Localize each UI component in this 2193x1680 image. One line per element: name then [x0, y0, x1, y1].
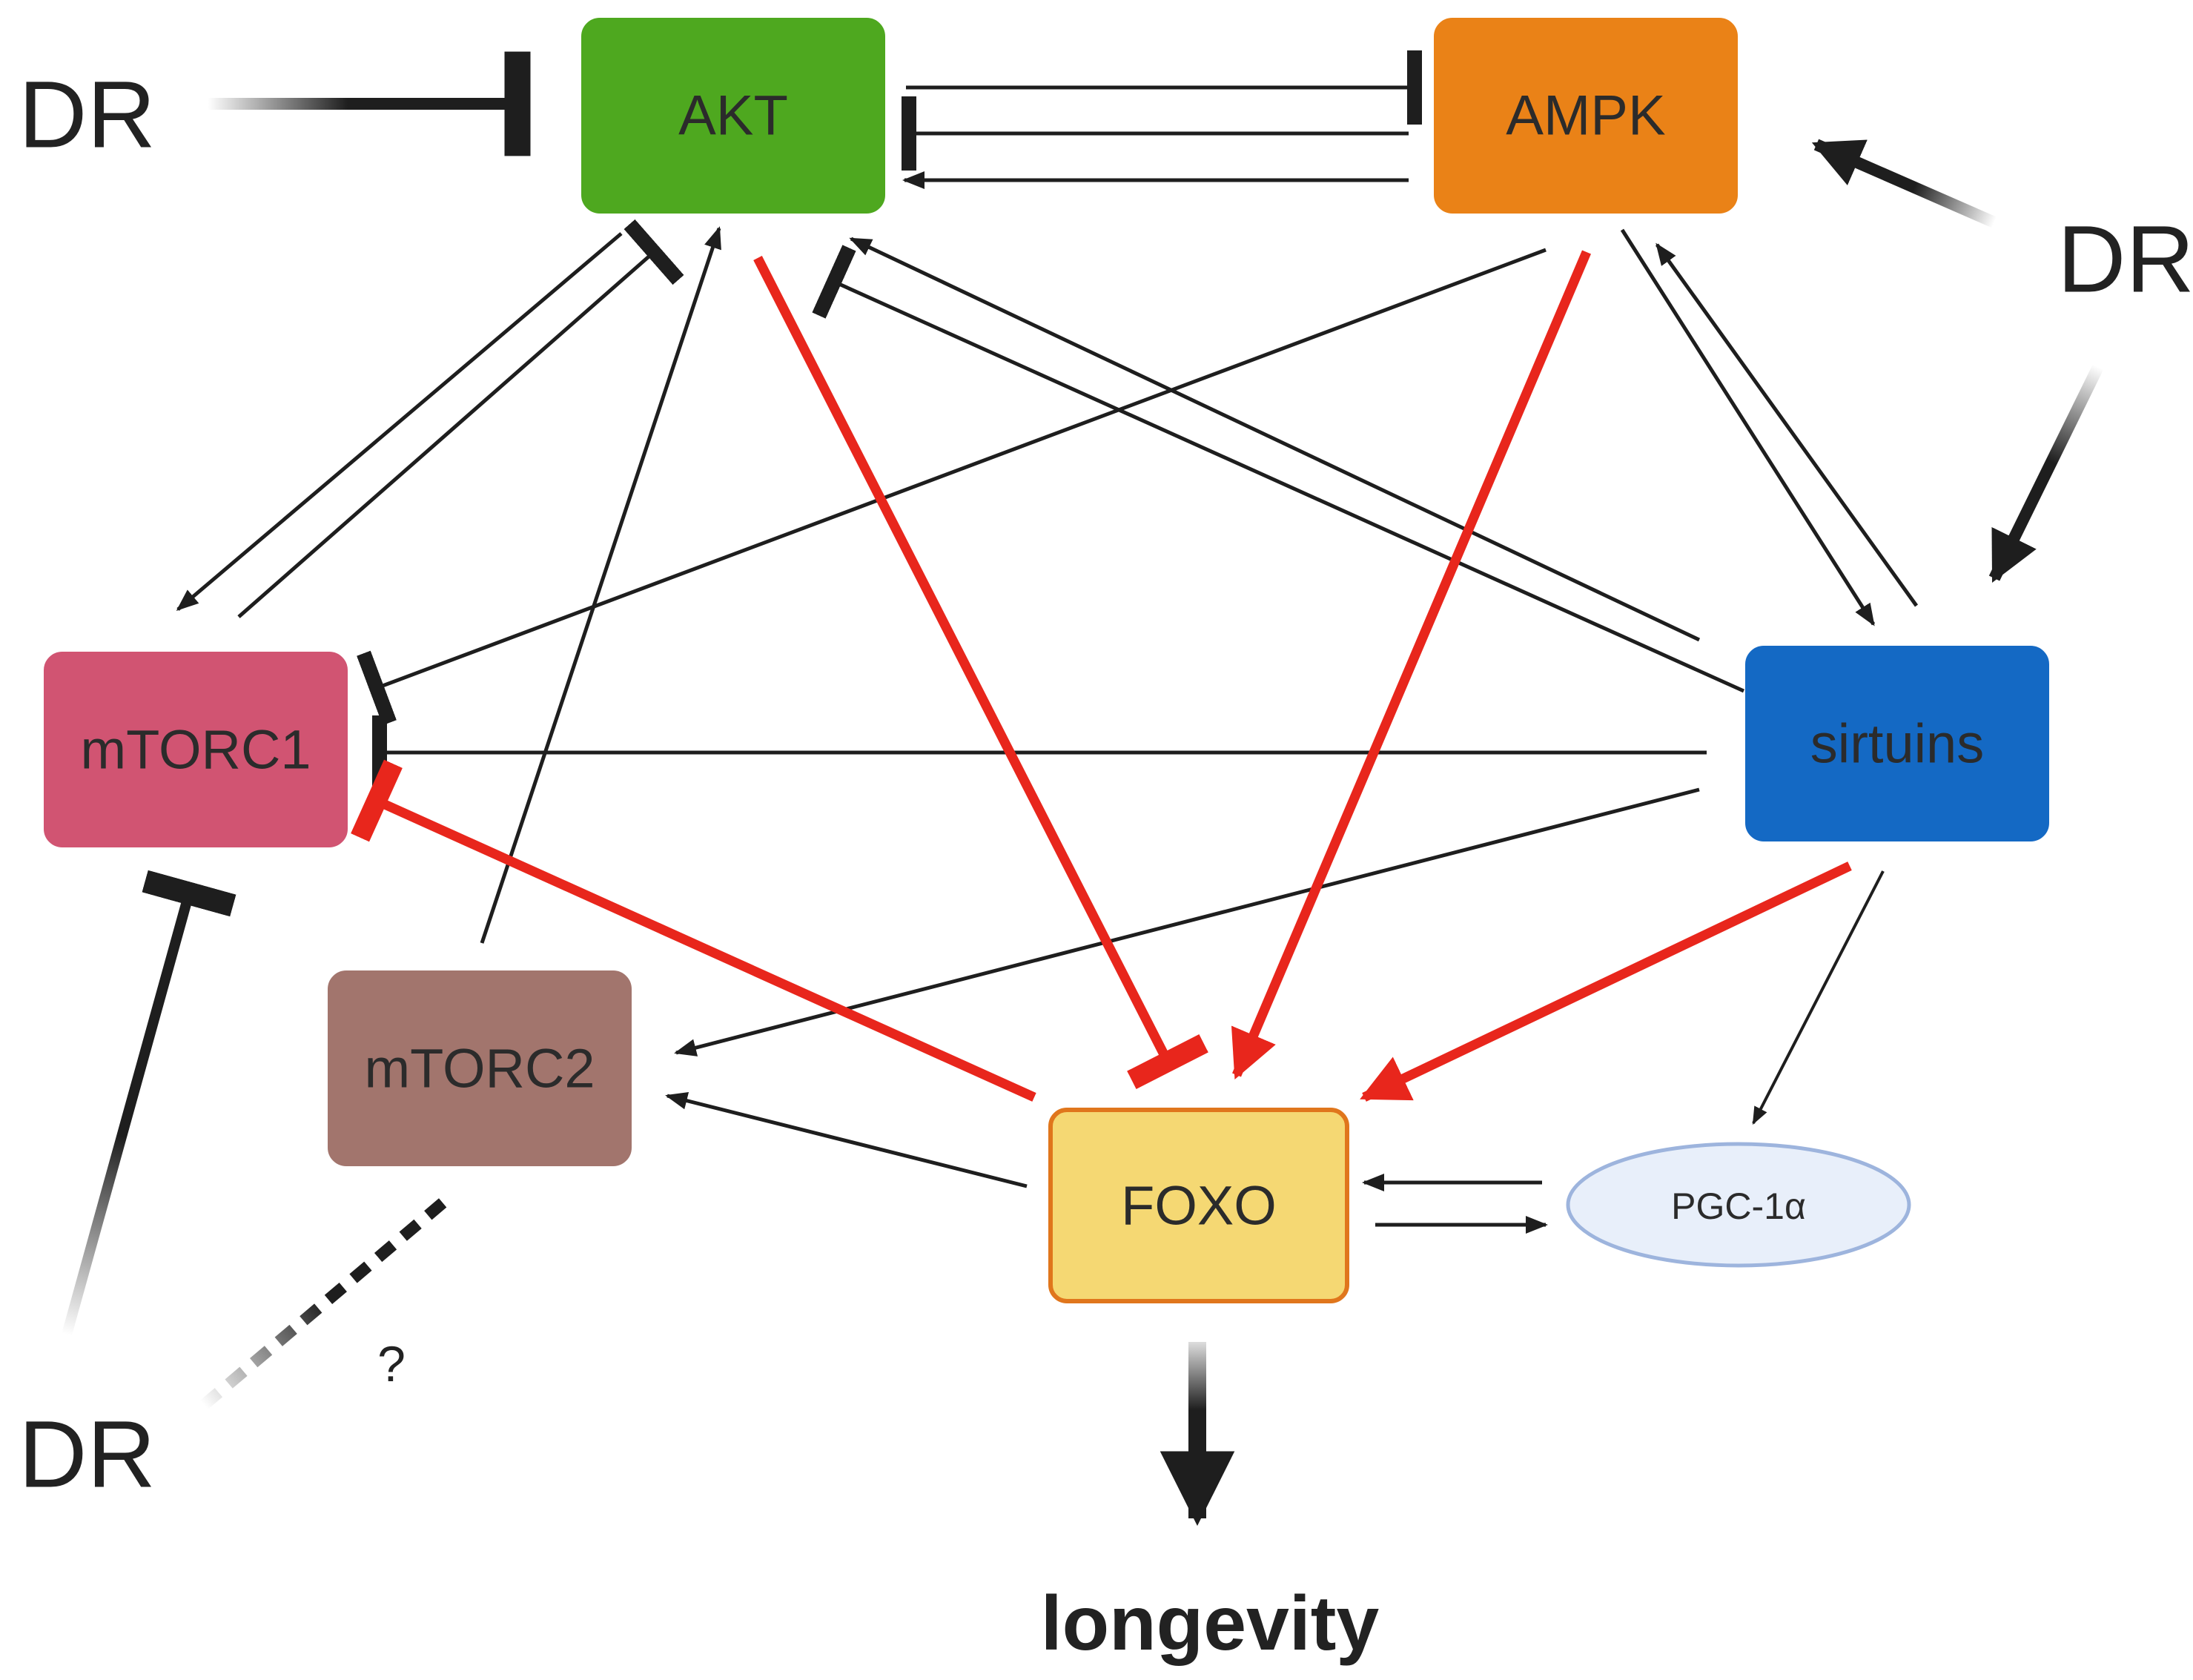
dr-label-right: DR: [2057, 207, 2193, 313]
node-foxo[interactable]: FOXO: [1048, 1108, 1349, 1303]
foxo-label: FOXO: [1121, 1175, 1277, 1237]
node-mtorc2[interactable]: mTORC2: [328, 970, 632, 1166]
edge-akt-mtorc1-activation: [176, 232, 623, 611]
mtorc1-label: mTORC1: [80, 719, 311, 781]
node-akt[interactable]: AKT: [581, 18, 885, 214]
node-mtorc1[interactable]: mTORC1: [44, 652, 348, 847]
edge-mtorc1-akt-inhibition: [237, 219, 684, 618]
pgc1a-ellipse: [1566, 1142, 1911, 1268]
edge-sirtuins-foxo-activation: [1360, 862, 1852, 1102]
edge-foxo-mtorc1-inhibition: [351, 759, 1036, 1102]
edge-dr-ampk-activation: [1811, 139, 1997, 228]
uncertain-question-mark: ?: [377, 1336, 406, 1392]
edge-sirtuins-akt-activation: [849, 237, 1701, 642]
node-sirtuins[interactable]: sirtuins: [1745, 646, 2049, 841]
mtorc1-box: [44, 652, 348, 847]
longevity-label: longevity: [1041, 1581, 1380, 1667]
foxo-box: [1048, 1108, 1349, 1303]
edge-mtorc2-akt-activation: [480, 226, 721, 944]
sirtuins-box: [1745, 646, 2049, 841]
mtorc2-label: mTORC2: [364, 1038, 595, 1099]
node-pgc1a[interactable]: PGC-1α: [1566, 1142, 1911, 1268]
pgc1a-label: PGC-1α: [1671, 1185, 1806, 1227]
edge-dr-mtorc2-uncertain: [199, 1196, 449, 1410]
ampk-label: AMPK: [1506, 85, 1665, 148]
ampk-box: [1434, 18, 1738, 214]
node-ampk[interactable]: AMPK: [1434, 18, 1738, 214]
edges: [62, 50, 2104, 1527]
mtorc2-box: [328, 970, 632, 1166]
edge-sirtuins-akt-inhibition: [812, 245, 1745, 693]
edge-dr-mtorc1-inhibition: [62, 870, 236, 1336]
edge-ampk-sirtuins-activation: [1620, 228, 1876, 626]
edge-ampk-mtorc1-inhibition: [357, 248, 1547, 726]
akt-box: [581, 18, 885, 214]
edge-foxo-mtorc2-activation: [665, 1091, 1028, 1188]
dr-label-bottom-left: DR: [19, 1402, 156, 1508]
edge-sirtuins-pgc1a-activation: [1752, 870, 1885, 1125]
sirtuins-label: sirtuins: [1810, 713, 1984, 775]
edge-akt-foxo-inhibition: [753, 256, 1208, 1089]
akt-label: AKT: [678, 85, 788, 148]
dr-label-top-left: DR: [19, 62, 156, 168]
edge-sirtuins-ampk-activation: [1655, 242, 1919, 607]
edge-dr-sirtuins-activation: [1988, 364, 2104, 583]
edge-ampk-foxo-activation: [1231, 250, 1591, 1079]
